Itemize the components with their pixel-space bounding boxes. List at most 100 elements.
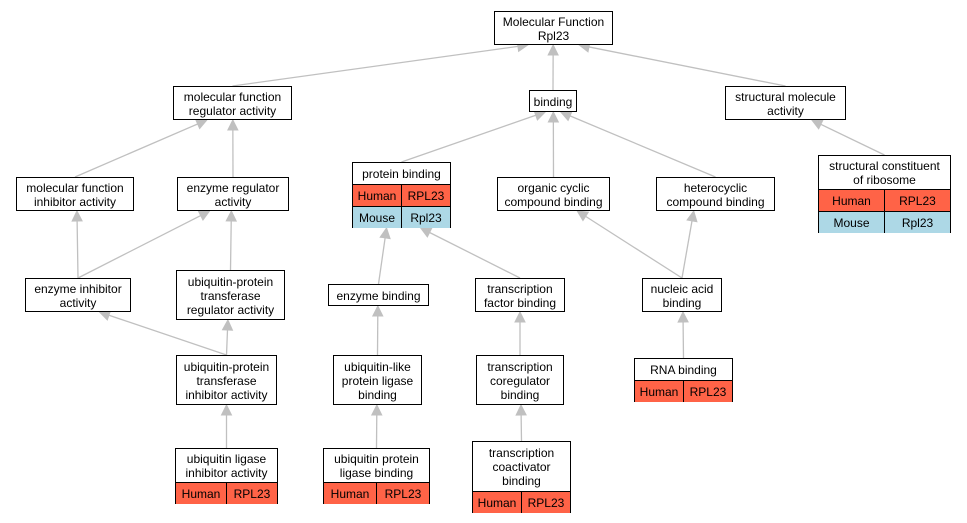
gene-symbol: RPL23 — [226, 483, 277, 504]
go-term-ublike: ubiquitin-like protein ligase binding — [333, 355, 422, 405]
go-term-label: enzyme regulator activity — [186, 180, 280, 209]
edge-mfinh-to-mfreg — [74, 123, 198, 178]
gene-symbol: RPL23 — [683, 381, 732, 402]
species-row: Human RPL23 — [324, 482, 429, 504]
arrowhead-icon — [547, 43, 559, 56]
edge-ubtransinh-to-ubtransreg — [225, 329, 229, 356]
edge-nabind-to-orgcyc — [585, 215, 683, 279]
species-row: Human RPL23 — [176, 482, 277, 504]
go-term-nabind: nucleic acid binding — [642, 278, 722, 312]
arrowhead-icon — [194, 118, 208, 130]
arrowhead-icon — [514, 310, 526, 323]
go-term-label: protein binding — [362, 166, 441, 181]
species-name: Mouse — [358, 210, 396, 225]
go-term-label: ubiquitin protein ligase binding — [334, 451, 419, 480]
arrowhead-icon — [547, 110, 560, 123]
go-term-label: structural constituent of ribosome — [829, 158, 940, 187]
edge-ubtransreg-to-enzreg — [229, 220, 232, 271]
arrowhead-icon — [71, 209, 83, 222]
species-name: Human — [330, 486, 370, 501]
edge-structmol-to-mf — [588, 46, 786, 87]
gene-symbol: RPL23 — [884, 190, 950, 211]
go-term-label: ubiquitin ligase inhibitor activity — [185, 451, 268, 480]
go-term-binding: binding — [529, 90, 577, 112]
go-term-label: molecular function inhibitor activity — [26, 180, 124, 209]
go-term-tcoreg: transcription coregulator binding — [476, 355, 564, 405]
go-term-label: enzyme binding — [336, 288, 421, 303]
go-term-label: structural molecule activity — [735, 89, 836, 118]
arrowhead-icon — [576, 210, 590, 222]
go-term-orgcyc: organic cyclic compound binding — [497, 177, 610, 211]
edge-enzinh-to-enzreg — [77, 214, 201, 279]
go-term-label: Molecular Function Rpl23 — [502, 14, 605, 43]
arrowhead-icon — [677, 310, 689, 323]
go-term-ubtransinh: ubiquitin-protein transferase inhibitor … — [176, 355, 277, 405]
edge-nabind-to-hetcyc — [681, 220, 693, 279]
species-name: Human — [639, 384, 679, 399]
go-term-label: heterocyclic compound binding — [666, 180, 765, 209]
go-term-label: binding — [533, 94, 573, 109]
go-term-tfbind: transcription factor binding — [475, 278, 565, 312]
species-row: Human RPL23 — [635, 380, 732, 402]
arrowhead-icon — [379, 226, 391, 240]
go-term-mf: Molecular Function Rpl23 — [494, 11, 613, 45]
go-term-structmol: structural molecule activity — [725, 86, 846, 120]
species-row: Human RPL23 — [473, 491, 570, 513]
edge-hetcyc-to-binding — [569, 115, 716, 178]
go-term-label: RNA binding — [650, 362, 717, 377]
species-name: Mouse — [833, 215, 870, 230]
edge-structcon-to-structmol — [820, 123, 885, 156]
species-name: Human — [832, 193, 871, 208]
gene-symbol: Rpl23 — [401, 207, 450, 228]
arrowhead-icon — [810, 119, 824, 130]
arrowhead-icon — [225, 209, 238, 222]
arrowhead-icon — [227, 118, 239, 131]
arrowhead-icon — [371, 304, 384, 317]
edge-protbind-to-binding — [401, 114, 536, 163]
species-name: Human — [181, 486, 221, 501]
go-term-ubtransreg: ubiquitin-protein transferase regulator … — [176, 270, 285, 320]
go-term-mfinh: molecular function inhibitor activity — [16, 177, 134, 211]
go-term-enzinh: enzyme inhibitor activity — [25, 278, 131, 312]
gene-symbol: RPL23 — [376, 483, 429, 504]
edge-tfbind-to-protbind — [429, 231, 521, 279]
species-row: Human RPL23 — [819, 189, 950, 211]
edge-ubtransinh-to-enzinh — [108, 314, 227, 356]
species-row: Mouse Rpl23 — [353, 206, 450, 228]
arrowhead-icon — [197, 210, 211, 221]
go-term-label: ubiquitin-protein transferase inhibitor … — [183, 359, 270, 402]
arrowhead-icon — [370, 403, 383, 416]
species-name: Human — [357, 188, 397, 203]
arrowhead-icon — [559, 110, 573, 122]
edge-enzinh-to-mfinh — [76, 220, 79, 279]
arrowhead-icon — [220, 403, 233, 416]
arrowhead-icon — [221, 318, 234, 331]
gene-symbol: Rpl23 — [884, 212, 950, 233]
arrowhead-icon — [419, 227, 433, 238]
go-term-label: transcription factor binding — [483, 281, 557, 310]
go-term-mfreg: molecular function regulator activity — [173, 86, 292, 120]
edge-mfreg-to-mf — [232, 45, 519, 87]
go-term-hetcyc: heterocyclic compound binding — [656, 177, 775, 211]
go-term-enzreg: enzyme regulator activity — [177, 177, 289, 211]
arrowhead-icon — [686, 209, 698, 223]
arrowhead-icon — [515, 403, 527, 416]
go-term-label: transcription coregulator binding — [487, 359, 553, 402]
gene-symbol: RPL23 — [521, 492, 570, 513]
species-row: Mouse Rpl23 — [819, 211, 950, 233]
go-term-label: nucleic acid binding — [650, 281, 714, 310]
go-term-label: ubiquitin-protein transferase regulator … — [186, 274, 275, 317]
go-term-enzbind: enzyme binding — [328, 284, 429, 306]
species-name: Human — [477, 495, 517, 510]
go-term-label: enzyme inhibitor activity — [34, 281, 122, 310]
go-term-label: ubiquitin-like protein ligase binding — [341, 359, 414, 402]
go-term-label: transcription coactivator binding — [488, 445, 555, 488]
